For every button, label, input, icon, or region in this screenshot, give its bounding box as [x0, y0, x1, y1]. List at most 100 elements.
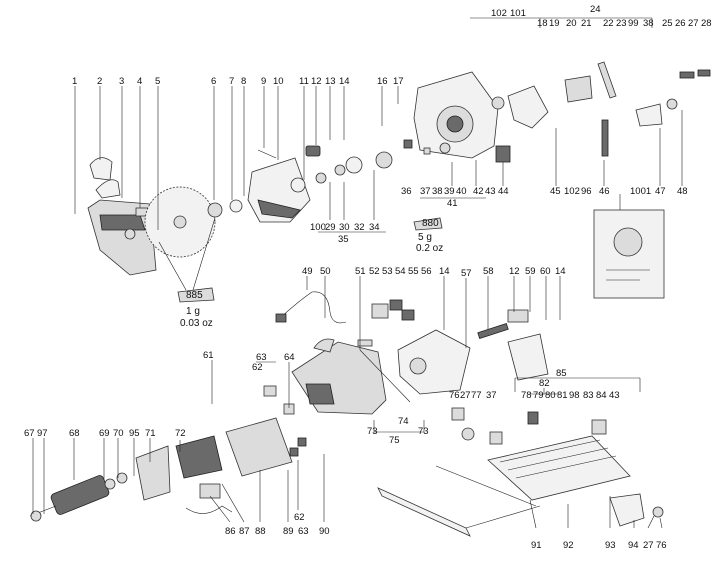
callout-60: 60 [540, 266, 551, 277]
callout-53: 53 [382, 266, 393, 277]
callout-12: 12 [311, 76, 322, 87]
callout-62: 62 [294, 512, 305, 523]
callout-42: 42 [473, 186, 484, 197]
callout-63: 63 [298, 526, 309, 537]
callout-14-mid: 14 [439, 266, 450, 277]
callout-102-mid: 102 [564, 186, 580, 197]
motor-wires [185, 483, 233, 514]
callout-80: 80 [545, 390, 556, 401]
callout-27: 27 [643, 540, 654, 551]
callout-100: 100 [310, 222, 326, 233]
callout-40: 40 [456, 186, 467, 197]
callout-45: 45 [550, 186, 561, 197]
callout-6: 6 [211, 76, 216, 87]
callout-81: 81 [557, 390, 568, 401]
callout-78: 78 [521, 390, 532, 401]
threaded-rod [601, 119, 609, 157]
grease-qty-imperial-1: 0.03 oz [180, 318, 213, 329]
callout-67: 67 [24, 428, 35, 439]
callout-8: 8 [241, 76, 246, 87]
callout-17: 17 [393, 76, 404, 87]
callout-24: 24 [590, 4, 601, 15]
callout-82: 82 [539, 378, 550, 389]
flange-washers [124, 199, 243, 240]
callout-44: 44 [498, 186, 509, 197]
callout-55: 55 [408, 266, 419, 277]
callout-77: 77 [471, 390, 482, 401]
callout-61: 61 [203, 350, 214, 361]
callout-70: 70 [113, 428, 124, 439]
callout-74: 74 [398, 416, 409, 427]
grease-qty-metric-1: 1 g [186, 306, 200, 317]
callout-32: 32 [354, 222, 365, 233]
grease-tube-2: 880 5 g 0.2 oz [413, 217, 443, 254]
brush-holders [263, 385, 307, 457]
parallel-guide [377, 465, 541, 537]
rear-cap [609, 493, 664, 527]
pendulum-guard [247, 157, 311, 223]
callout-23: 23 [616, 18, 627, 29]
callout-79: 79 [533, 390, 544, 401]
handle-housing [397, 329, 471, 395]
callout-86: 86 [225, 526, 236, 537]
callout-46: 46 [599, 186, 610, 197]
callout-85: 85 [556, 368, 567, 379]
inset-box [593, 209, 665, 299]
callout-3: 3 [119, 76, 124, 87]
callout-7: 7 [229, 76, 234, 87]
switch-parts [357, 299, 415, 347]
saw-blade [144, 186, 216, 258]
callout-89: 89 [283, 526, 294, 537]
callout-96: 96 [581, 186, 592, 197]
callout-73-left: 73 [367, 426, 378, 437]
callout-43: 43 [609, 390, 620, 401]
callout-68: 68 [69, 428, 80, 439]
callout-21: 21 [581, 18, 592, 29]
armature [29, 472, 128, 522]
callout-97: 97 [37, 428, 48, 439]
guard-spring [257, 149, 306, 193]
callout-76-mid: 76 [449, 390, 460, 401]
callout-34: 34 [369, 222, 380, 233]
callout-39: 39 [444, 186, 455, 197]
fan-and-spring [477, 309, 549, 381]
gear-pins [403, 139, 511, 163]
gear-housing [413, 71, 499, 159]
cable-and-plug [275, 291, 347, 324]
callout-91: 91 [531, 540, 542, 551]
callout-16: 16 [377, 76, 388, 87]
callout-29: 29 [325, 222, 336, 233]
callout-10: 10 [273, 76, 284, 87]
callout-101: 101 [510, 8, 526, 19]
fan-baffle [135, 445, 171, 501]
bearing-cover [491, 85, 549, 129]
callout-57: 57 [461, 268, 472, 279]
callout-numbers: 1 2 3 4 5 6 7 8 9 10 11 12 13 14 16 17 1… [24, 4, 712, 551]
callout-38: 38 [432, 186, 443, 197]
callout-25: 25 [662, 18, 673, 29]
callout-48: 48 [677, 186, 688, 197]
callout-92: 92 [563, 540, 574, 551]
callout-30: 30 [339, 222, 350, 233]
callout-27-mid: 27 [460, 390, 471, 401]
callout-12-mid: 12 [509, 266, 520, 277]
callout-56: 56 [421, 266, 432, 277]
callout-20: 20 [566, 18, 577, 29]
callout-36: 36 [401, 186, 412, 197]
callout-71: 71 [145, 428, 156, 439]
motor-stator [175, 417, 293, 479]
callout-98: 98 [569, 390, 580, 401]
grease-tube-1: 885 1 g 0.03 oz [177, 287, 215, 329]
callout-58: 58 [483, 266, 494, 277]
callout-35: 35 [338, 234, 349, 245]
grease-qty-imperial-2: 0.2 oz [416, 243, 443, 254]
callout-51: 51 [355, 266, 366, 277]
callout-41: 41 [447, 198, 458, 209]
callout-83: 83 [583, 390, 594, 401]
callout-4: 4 [137, 76, 142, 87]
callout-38-top: 38 [643, 18, 654, 29]
callout-27-top: 27 [688, 18, 699, 29]
callout-14: 14 [339, 76, 350, 87]
callout-52: 52 [369, 266, 380, 277]
